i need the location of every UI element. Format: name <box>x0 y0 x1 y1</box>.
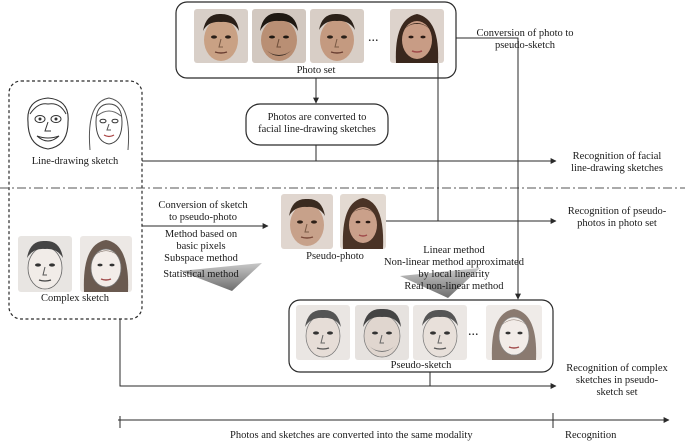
female-face-photo-icon <box>395 14 439 63</box>
photo-to-pseudo-sketch-line1: Conversion of photo to <box>476 28 574 39</box>
recognition-line-drawing-text: Recognition of facial line-drawing sketc… <box>556 151 678 175</box>
male-pseudo-sketch-icon <box>305 309 341 358</box>
sketch-to-pseudo-photo-text: Conversion of sketch to pseudo-photo <box>142 200 264 224</box>
pseudo-sketch-label: Pseudo-sketch <box>390 360 452 371</box>
photo-to-pseudo-sketch-line2: pseudo-sketch <box>494 40 556 51</box>
male-line-drawing-icon <box>27 97 69 150</box>
recognition-pseudo-photo-line1: Recognition of pseudo- <box>567 206 667 217</box>
complex-sketch-face-female <box>80 236 132 292</box>
line-drawing-converter-line2: facial line-drawing sketches <box>258 124 376 135</box>
recognition-complex-line2: sketches in pseudo- <box>575 375 659 386</box>
male-pseudo-sketch-icon <box>363 308 401 358</box>
methods-right-line1: Linear method <box>423 245 485 256</box>
photo-set-ellipsis: ... <box>368 30 379 45</box>
pseudo-sketch-box <box>288 299 554 373</box>
line-drawing-face-female <box>84 94 134 152</box>
male-pseudo-sketch-icon <box>422 309 458 358</box>
arrow-complex-sketch-recognition <box>119 319 557 389</box>
methods-right-text: Linear method Non-linear method approxim… <box>374 245 534 293</box>
methods-right-line2: Non-linear method approximated <box>384 257 524 268</box>
complex-sketch-face-male <box>18 236 72 292</box>
pseudo-sketch-face-3 <box>413 305 467 360</box>
photo-face-2 <box>252 9 306 63</box>
pseudo-sketch-face-4 <box>486 305 542 360</box>
methods-left-text: Method based on basic pixels Subspace me… <box>146 229 256 281</box>
recognition-complex-line3: sketch set <box>596 387 638 398</box>
female-line-drawing-icon <box>88 97 130 151</box>
methods-left-line3: Subspace method <box>164 253 238 264</box>
methods-right-line3: by local linearity <box>418 269 490 280</box>
male-face-photo-icon <box>319 13 355 61</box>
female-pseudo-sketch-icon <box>491 309 537 360</box>
line-drawing-face-male <box>18 94 78 152</box>
line-drawing-converter-line1: Photos are converted to <box>267 112 367 123</box>
male-pseudo-photo-icon <box>289 198 325 246</box>
arrow-photo-to-pseudo-sketch <box>456 37 521 300</box>
line-drawing-converter-text: Photos are converted to facial line-draw… <box>246 112 388 136</box>
sketch-group-box <box>8 80 143 320</box>
methods-right-line4: Real non-linear method <box>404 281 504 292</box>
line-drawing-converter-box <box>245 103 389 146</box>
recognition-complex-line1: Recognition of complex <box>566 363 668 374</box>
method-wedge-left <box>180 263 262 291</box>
methods-left-line4: Statistical method <box>163 269 239 280</box>
recognition-pseudo-photo-text: Recognition of pseudo- photos in photo s… <box>556 206 678 230</box>
pseudo-sketch-ellipsis: ... <box>468 324 479 339</box>
sketch-to-pseudo-photo-line2: to pseudo-photo <box>169 212 237 223</box>
pseudo-photo-face-female <box>340 194 386 249</box>
recognition-line-drawing-line1: Recognition of facial <box>572 151 662 162</box>
photo-to-pseudo-sketch-text: Conversion of photo to pseudo-sketch <box>460 28 590 52</box>
photo-face-3 <box>310 9 364 63</box>
recognition-line-drawing-line2: line-drawing sketches <box>571 163 663 174</box>
sketch-to-pseudo-photo-line1: Conversion of sketch <box>158 200 248 211</box>
photo-face-4 <box>390 9 444 63</box>
male-sketch-icon <box>27 240 63 290</box>
complex-sketch-label: Complex sketch <box>41 293 109 304</box>
female-sketch-icon <box>83 240 129 292</box>
bottom-axis-left-label: Photos and sketches are converted into t… <box>230 430 473 441</box>
method-wedge-right <box>400 268 480 298</box>
photo-face-1 <box>194 9 248 63</box>
pseudo-photo-label: Pseudo-photo <box>306 251 364 262</box>
recognition-pseudo-photo-line2: photos in photo set <box>577 218 657 229</box>
line-drawing-sketch-label: Line-drawing sketch <box>31 156 119 167</box>
recognition-complex-text: Recognition of complex sketches in pseud… <box>556 363 678 399</box>
pseudo-sketch-face-1 <box>296 305 350 360</box>
pseudo-sketch-face-2 <box>355 305 409 360</box>
photo-set-label: Photo set <box>296 65 336 76</box>
methods-left-line1: Method based on <box>164 229 238 240</box>
male-face-photo-icon <box>203 13 239 61</box>
female-pseudo-photo-icon <box>342 198 384 249</box>
bottom-axis-right-label: Recognition <box>565 430 617 441</box>
pseudo-photo-face-male <box>281 194 333 249</box>
methods-left-line2: basic pixels <box>176 241 226 252</box>
male-face-photo-icon <box>260 12 298 61</box>
